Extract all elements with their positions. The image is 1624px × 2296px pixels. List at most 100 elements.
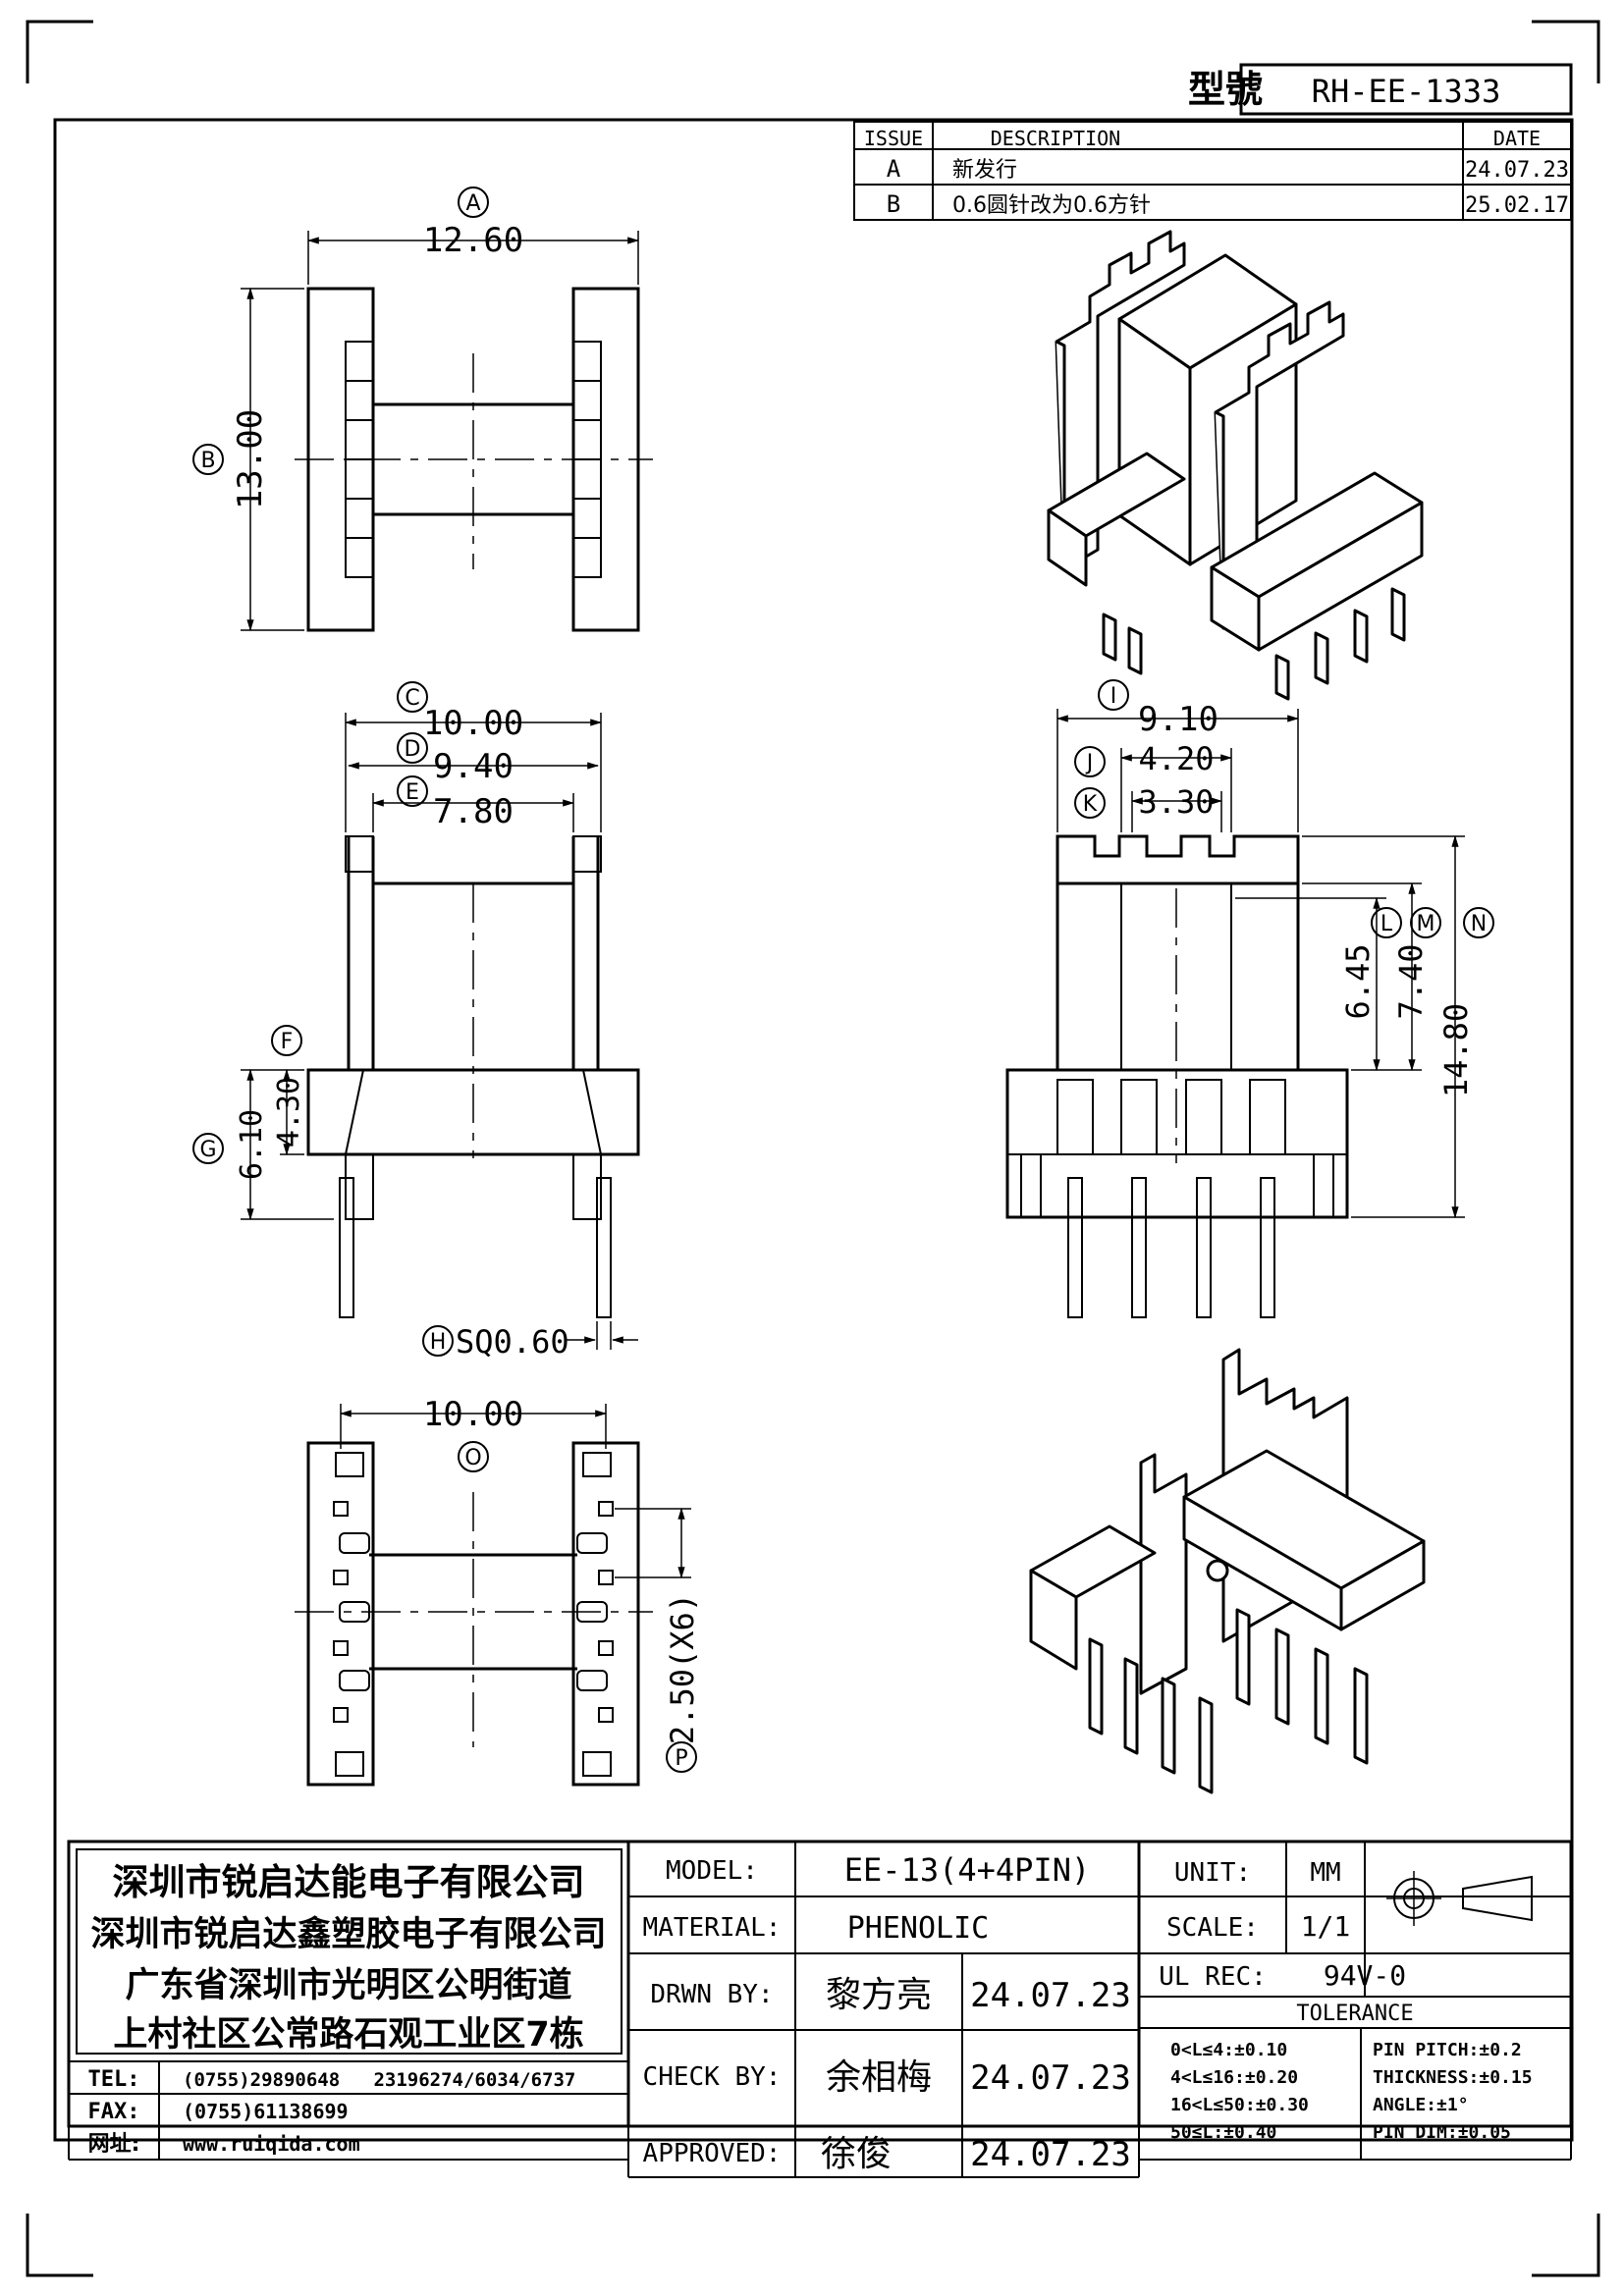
dim-value-l: 6.45 xyxy=(1339,943,1377,1019)
rev-header-issue: ISSUE xyxy=(864,127,923,150)
dim-mark-c: C xyxy=(405,686,419,711)
company-line-3: 广东省深圳市光明区公明街道 xyxy=(125,1966,571,2005)
material-value: PHENOLIC xyxy=(847,1911,990,1946)
tel-label: TEL: xyxy=(88,2067,140,2092)
dim-mark-a-circle xyxy=(458,187,489,218)
dim-mark-e: E xyxy=(406,780,419,805)
tol-right-4: PIN DIM:±0.05 xyxy=(1373,2122,1511,2143)
dim-value-e: 7.80 xyxy=(433,792,514,831)
model-label: MODEL: xyxy=(666,1856,758,1886)
tolerance-title: TOLERANCE xyxy=(1296,2002,1413,2026)
dim-mark-p: P xyxy=(675,1746,687,1771)
title-block-lines xyxy=(67,1840,1573,2128)
dim-mark-l-circle xyxy=(1371,907,1402,938)
company-line-1: 深圳市锐启达能电子有限公司 xyxy=(113,1861,585,1903)
approved-label: APPROVED: xyxy=(643,2139,782,2168)
projection-symbol-icon xyxy=(1386,1871,1533,1926)
dim-value-g: 6.10 xyxy=(235,1109,269,1180)
dim-value-b: 13.00 xyxy=(231,409,270,509)
dim-value-d: 9.40 xyxy=(433,747,514,786)
dim-mark-f-circle xyxy=(271,1025,302,1056)
dim-mark-k: K xyxy=(1083,792,1098,817)
bottom-view xyxy=(295,1404,691,1787)
rev-row-b-description: 0.6圆针改为0.6方针 xyxy=(952,193,1151,218)
rev-row-a-issue: A xyxy=(887,155,901,183)
dim-mark-o-circle xyxy=(458,1441,489,1472)
revision-table xyxy=(853,121,1572,221)
dim-mark-f: F xyxy=(281,1030,294,1054)
fax-value: (0755)61138699 xyxy=(183,2100,349,2123)
tol-left-3: 16<L≤50:±0.30 xyxy=(1170,2095,1309,2115)
dim-mark-j: J xyxy=(1085,751,1094,775)
dim-mark-i: I xyxy=(1110,684,1117,709)
rev-header-description: DESCRIPTION xyxy=(991,127,1120,150)
dim-mark-p-circle xyxy=(666,1741,697,1773)
header: 型號 RH-EE-1333 xyxy=(1188,63,1573,116)
scale-value: 1/1 xyxy=(1301,1910,1351,1943)
tol-right-2: THICKNESS:±0.15 xyxy=(1373,2067,1533,2088)
dim-value-j: 4.20 xyxy=(1138,740,1214,777)
tol-right-1: PIN PITCH:±0.2 xyxy=(1373,2040,1522,2060)
unit-value: MM xyxy=(1310,1858,1340,1888)
model-value: EE-13(4+4PIN) xyxy=(844,1851,1090,1889)
tol-left-2: 4<L≤16:±0.20 xyxy=(1170,2067,1298,2088)
rev-row-b-issue: B xyxy=(887,190,900,218)
dim-mark-k-circle xyxy=(1074,787,1106,819)
front-view xyxy=(241,713,640,1350)
dim-value-m: 7.40 xyxy=(1392,943,1430,1019)
dim-mark-c-circle xyxy=(397,681,428,713)
dim-mark-d-circle xyxy=(397,732,428,764)
ul-label: UL REC: xyxy=(1159,1962,1267,1992)
dim-mark-g: G xyxy=(199,1138,216,1162)
sheet-border xyxy=(26,20,1600,2277)
dim-value-p: 2.50(X6) xyxy=(664,1593,701,1744)
check-label: CHECK BY: xyxy=(643,2062,782,2092)
material-label: MATERIAL: xyxy=(643,1913,782,1943)
dim-mark-h-circle xyxy=(422,1325,454,1357)
dim-mark-j-circle xyxy=(1074,746,1106,777)
dim-value-h: SQ0.60 xyxy=(456,1323,569,1361)
scale-label: SCALE: xyxy=(1166,1913,1259,1943)
dim-value-a: 12.60 xyxy=(423,221,523,260)
rev-row-a-description: 新发行 xyxy=(952,158,1017,183)
check-name: 余相梅 xyxy=(826,2057,932,2098)
dim-mark-d: D xyxy=(405,737,421,762)
top-view xyxy=(241,231,653,632)
dim-mark-m: M xyxy=(1417,912,1435,936)
tol-right-3: ANGLE:±1° xyxy=(1373,2095,1469,2115)
isometric-view-bottom xyxy=(1029,1348,1426,1794)
company-line-4: 上村社区公常路石观工业区7栋 xyxy=(113,2015,583,2055)
dim-value-k: 3.30 xyxy=(1138,783,1214,821)
dim-value-o: 10.00 xyxy=(423,1395,523,1434)
drawn-date: 24.07.23 xyxy=(970,1976,1131,2015)
dim-value-i: 9.10 xyxy=(1138,700,1218,739)
dim-mark-n: N xyxy=(1471,912,1487,936)
dim-mark-l: L xyxy=(1380,912,1393,936)
approved-name: 徐俊 xyxy=(821,2134,892,2174)
rev-header-date: DATE xyxy=(1493,127,1541,150)
tol-left-1: 0<L≤4:±0.10 xyxy=(1170,2040,1287,2060)
fax-label: FAX: xyxy=(88,2100,140,2124)
approved-row-lines xyxy=(627,2126,1140,2178)
tel-value: (0755)29890648 23196274/6034/6737 xyxy=(183,2069,575,2091)
tolerance-lower-lines xyxy=(1138,2126,1572,2161)
header-model-box xyxy=(1239,63,1573,116)
tol-left-4: 50≤L:±0.40 xyxy=(1170,2122,1276,2143)
dim-mark-m-circle xyxy=(1410,907,1441,938)
company-line-2: 深圳市锐启达鑫塑胶电子有限公司 xyxy=(90,1914,606,1954)
unit-label: UNIT: xyxy=(1174,1858,1251,1888)
dim-value-f: 4.30 xyxy=(272,1077,306,1148)
dim-mark-n-circle xyxy=(1463,907,1494,938)
web-value: www.ruiqida.com xyxy=(183,2132,360,2156)
header-model-label: 型號 xyxy=(1188,68,1263,111)
check-date: 24.07.23 xyxy=(970,2058,1131,2098)
dim-mark-o: O xyxy=(464,1446,481,1470)
rev-row-b-date: 25.02.17 xyxy=(1465,193,1569,218)
web-label: 网址: xyxy=(88,2132,140,2157)
header-model-value: RH-EE-1333 xyxy=(1312,73,1501,110)
dim-mark-e-circle xyxy=(397,775,428,807)
dim-value-n: 14.80 xyxy=(1437,1003,1475,1097)
drawn-name: 黎方亮 xyxy=(826,1975,932,2015)
drawn-label: DRWN BY: xyxy=(650,1980,773,2009)
